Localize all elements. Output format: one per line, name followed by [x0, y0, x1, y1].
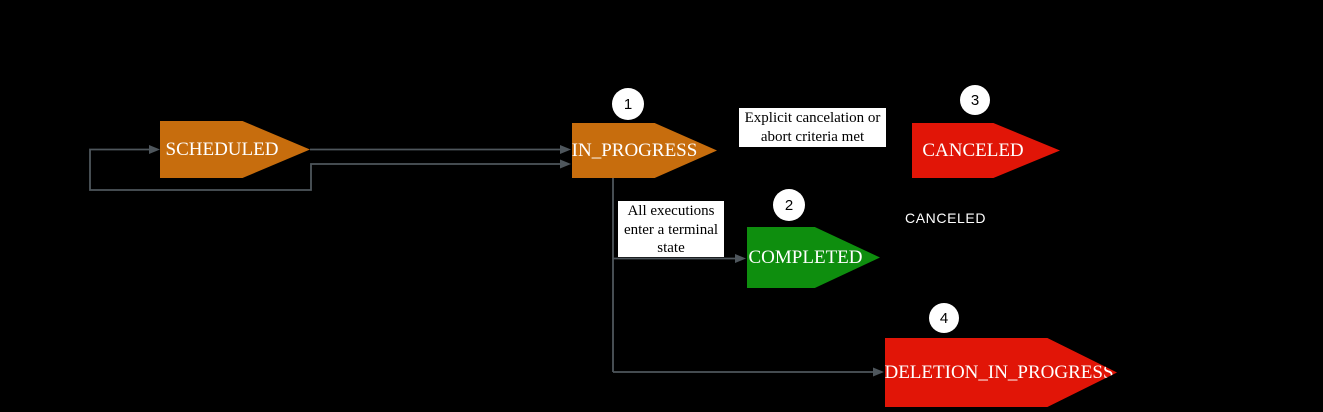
step-badge-3-number: 3	[970, 91, 980, 109]
edge-label-cancelation: Explicit cancelation or abort criteria m…	[739, 108, 886, 147]
edge-label-cancelation-line2: abort criteria met	[760, 129, 865, 145]
step-badge-2-number: 2	[784, 196, 794, 214]
state-deletion-in-progress-label: DELETION_IN_PROGRESS	[884, 361, 1114, 383]
arrowhead-into-deletion	[873, 367, 884, 377]
edge-label-terminal: All executions enter a terminal state	[618, 201, 724, 257]
canceled-floating-label: CANCELED	[905, 210, 987, 226]
step-badge-1-number: 1	[623, 95, 633, 113]
step-badge-1: 1	[612, 88, 644, 120]
state-completed-label: COMPLETED	[748, 246, 863, 268]
edge-label-terminal-line2: enter a terminal	[623, 221, 719, 238]
state-scheduled-label: SCHEDULED	[165, 138, 279, 160]
arrowhead-into-in-progress-upper	[560, 145, 571, 154]
state-in-progress-label: IN_PROGRESS	[571, 139, 698, 161]
edge-label-terminal-line1: All executions	[627, 203, 715, 219]
step-badge-3: 3	[960, 85, 990, 115]
state-canceled-label: CANCELED	[922, 139, 1024, 161]
arrowhead-into-completed	[735, 254, 746, 263]
edge-label-terminal-line3: state	[657, 240, 685, 256]
step-badge-4: 4	[929, 303, 959, 333]
step-badge-2: 2	[773, 189, 805, 221]
edge-loop-to-scheduled	[89, 148, 560, 191]
arrowhead-into-scheduled	[149, 145, 160, 154]
arrowhead-into-in-progress-lower	[560, 159, 571, 169]
step-badge-4-number: 4	[939, 309, 949, 327]
edge-label-cancelation-line1: Explicit cancelation or	[744, 110, 881, 126]
